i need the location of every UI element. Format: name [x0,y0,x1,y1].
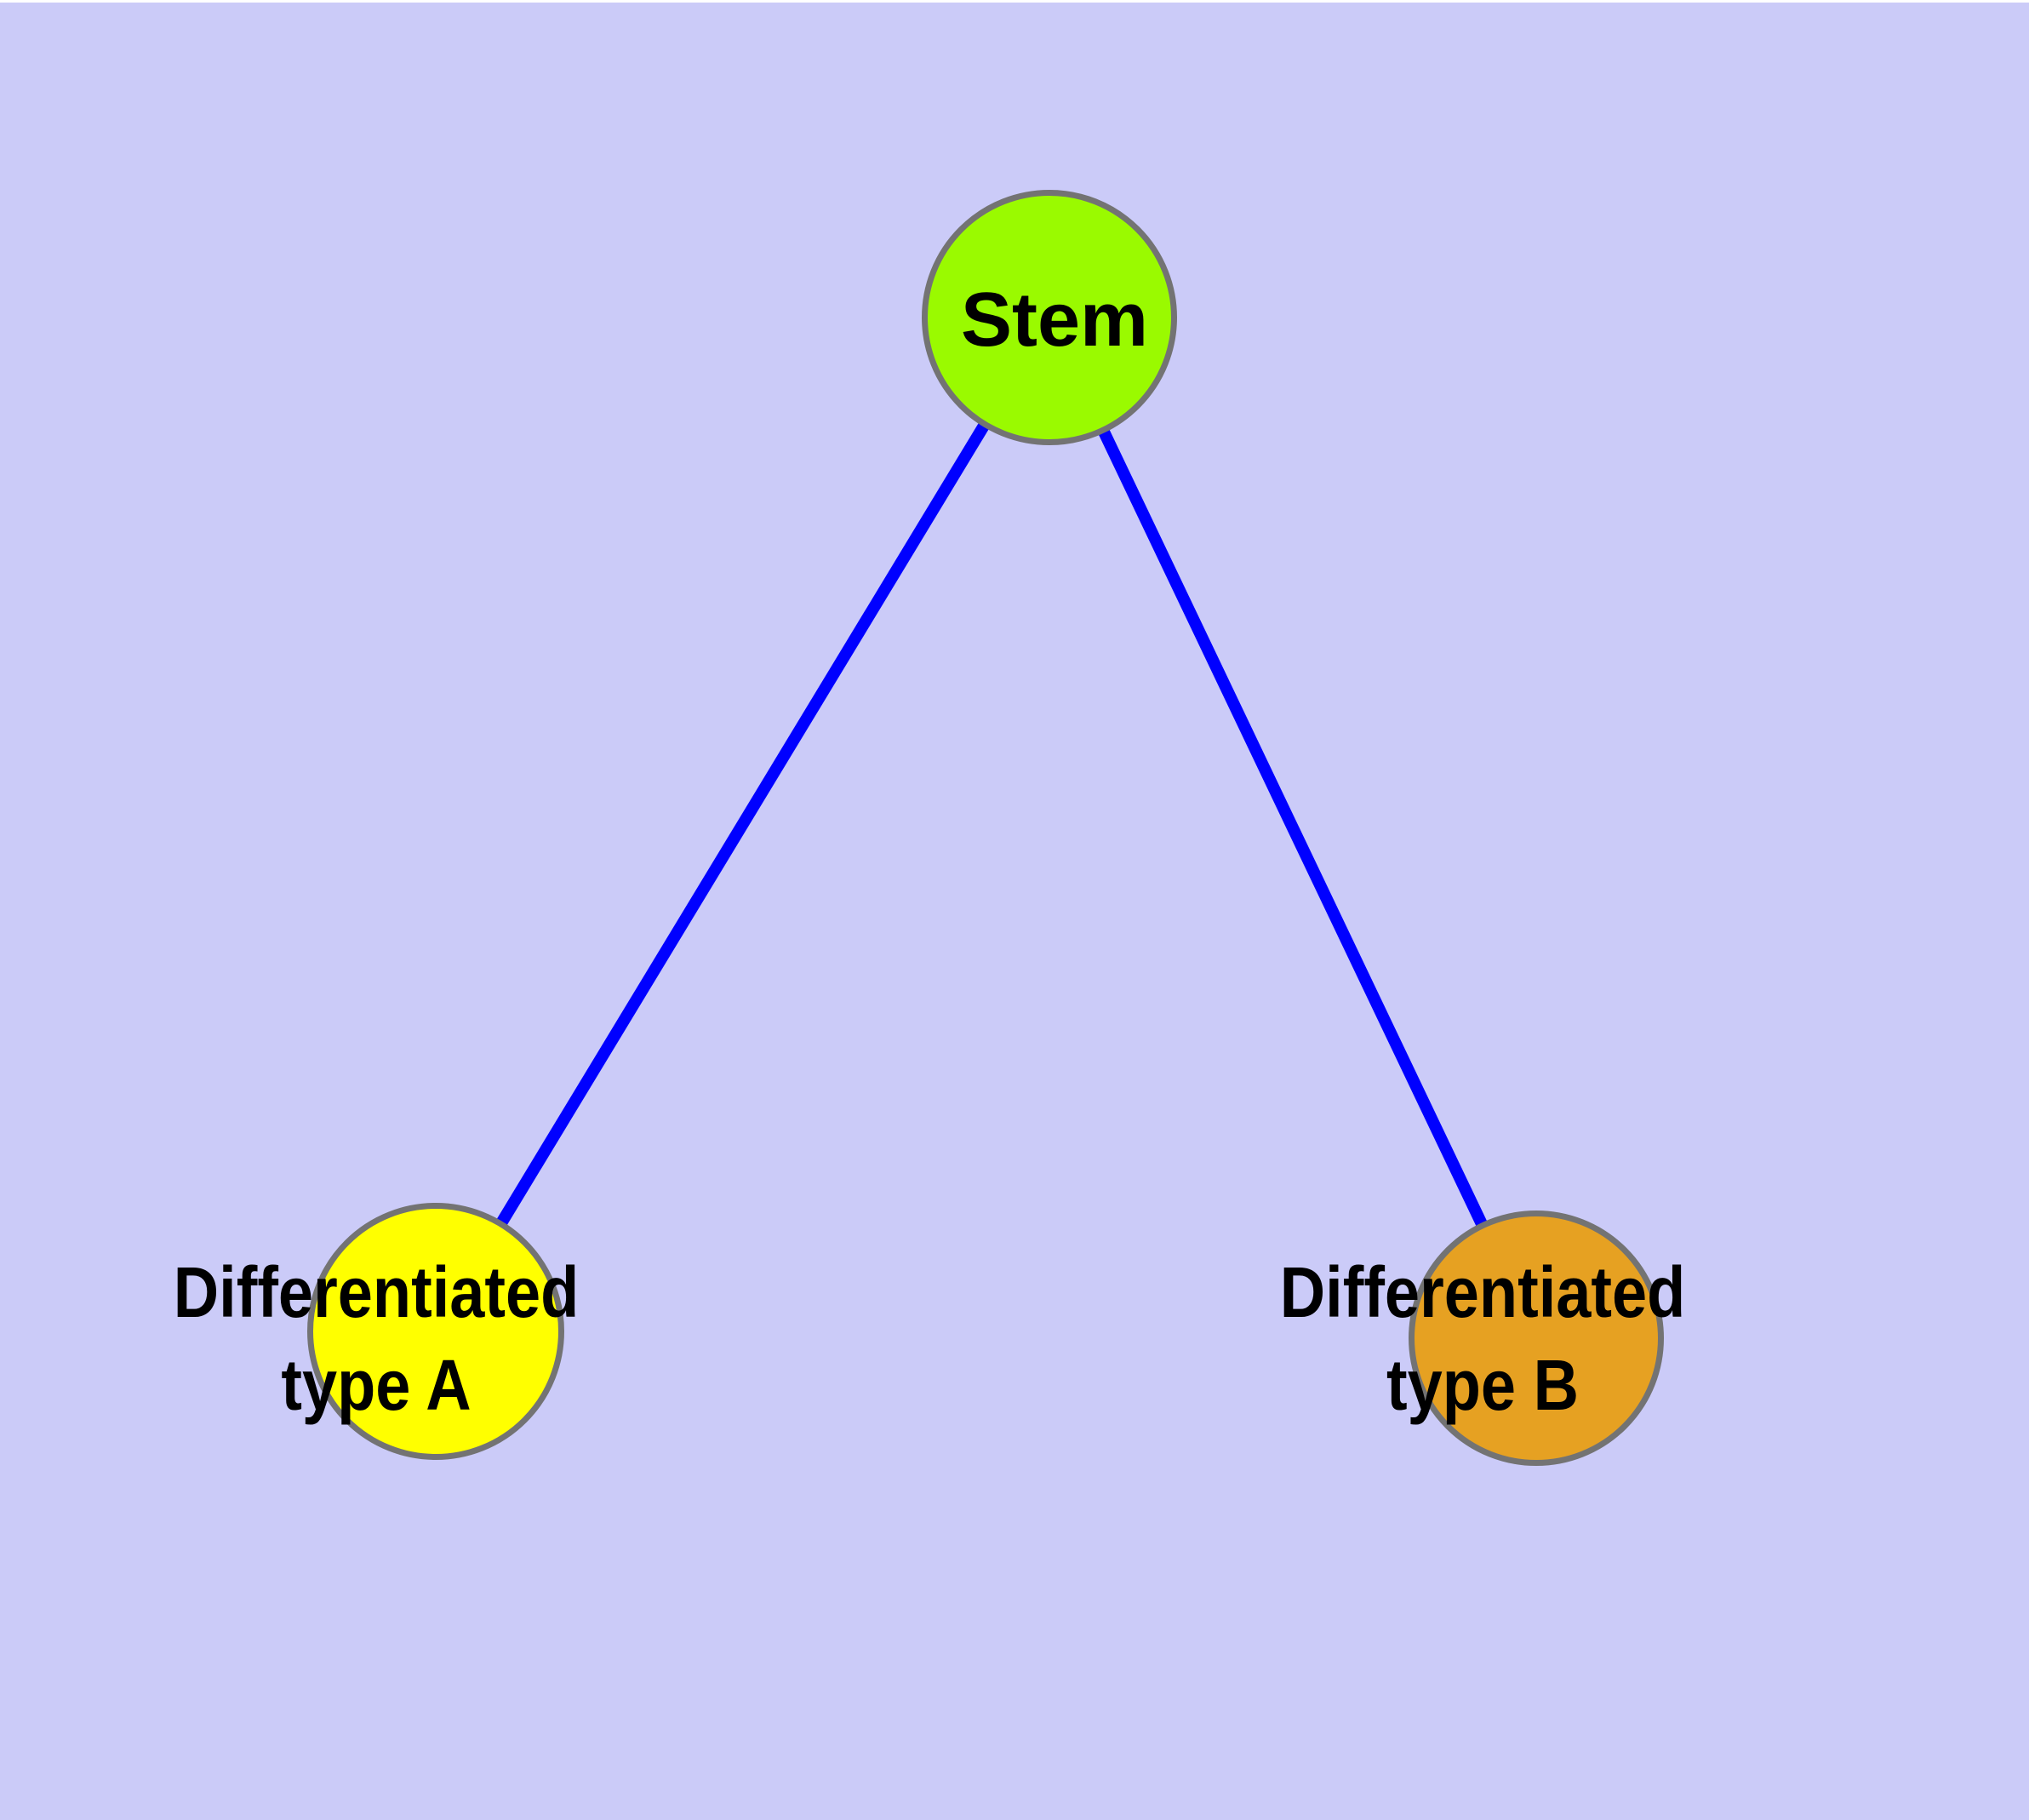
label-line-1: Differentiated [173,1252,580,1332]
node-differentiated-type-b[interactable] [1409,1210,1664,1466]
node-differentiated-type-a[interactable] [307,1203,564,1460]
label-line-2: type B [1386,1345,1579,1425]
canvas-top-edge [0,0,2029,3]
edge-stem-to-type-b [1043,314,1542,1342]
label-line-2: type A [281,1345,472,1425]
node-label-stem: Stem [960,278,1149,363]
label-line-1: Differentiated [1279,1252,1686,1332]
node-label-differentiated-type-a: Differentiated type A [174,1246,579,1432]
node-label-differentiated-type-b: Differentiated type B [1280,1246,1685,1432]
edge-stem-to-type-a [431,314,1055,1335]
node-stem[interactable] [922,190,1177,445]
